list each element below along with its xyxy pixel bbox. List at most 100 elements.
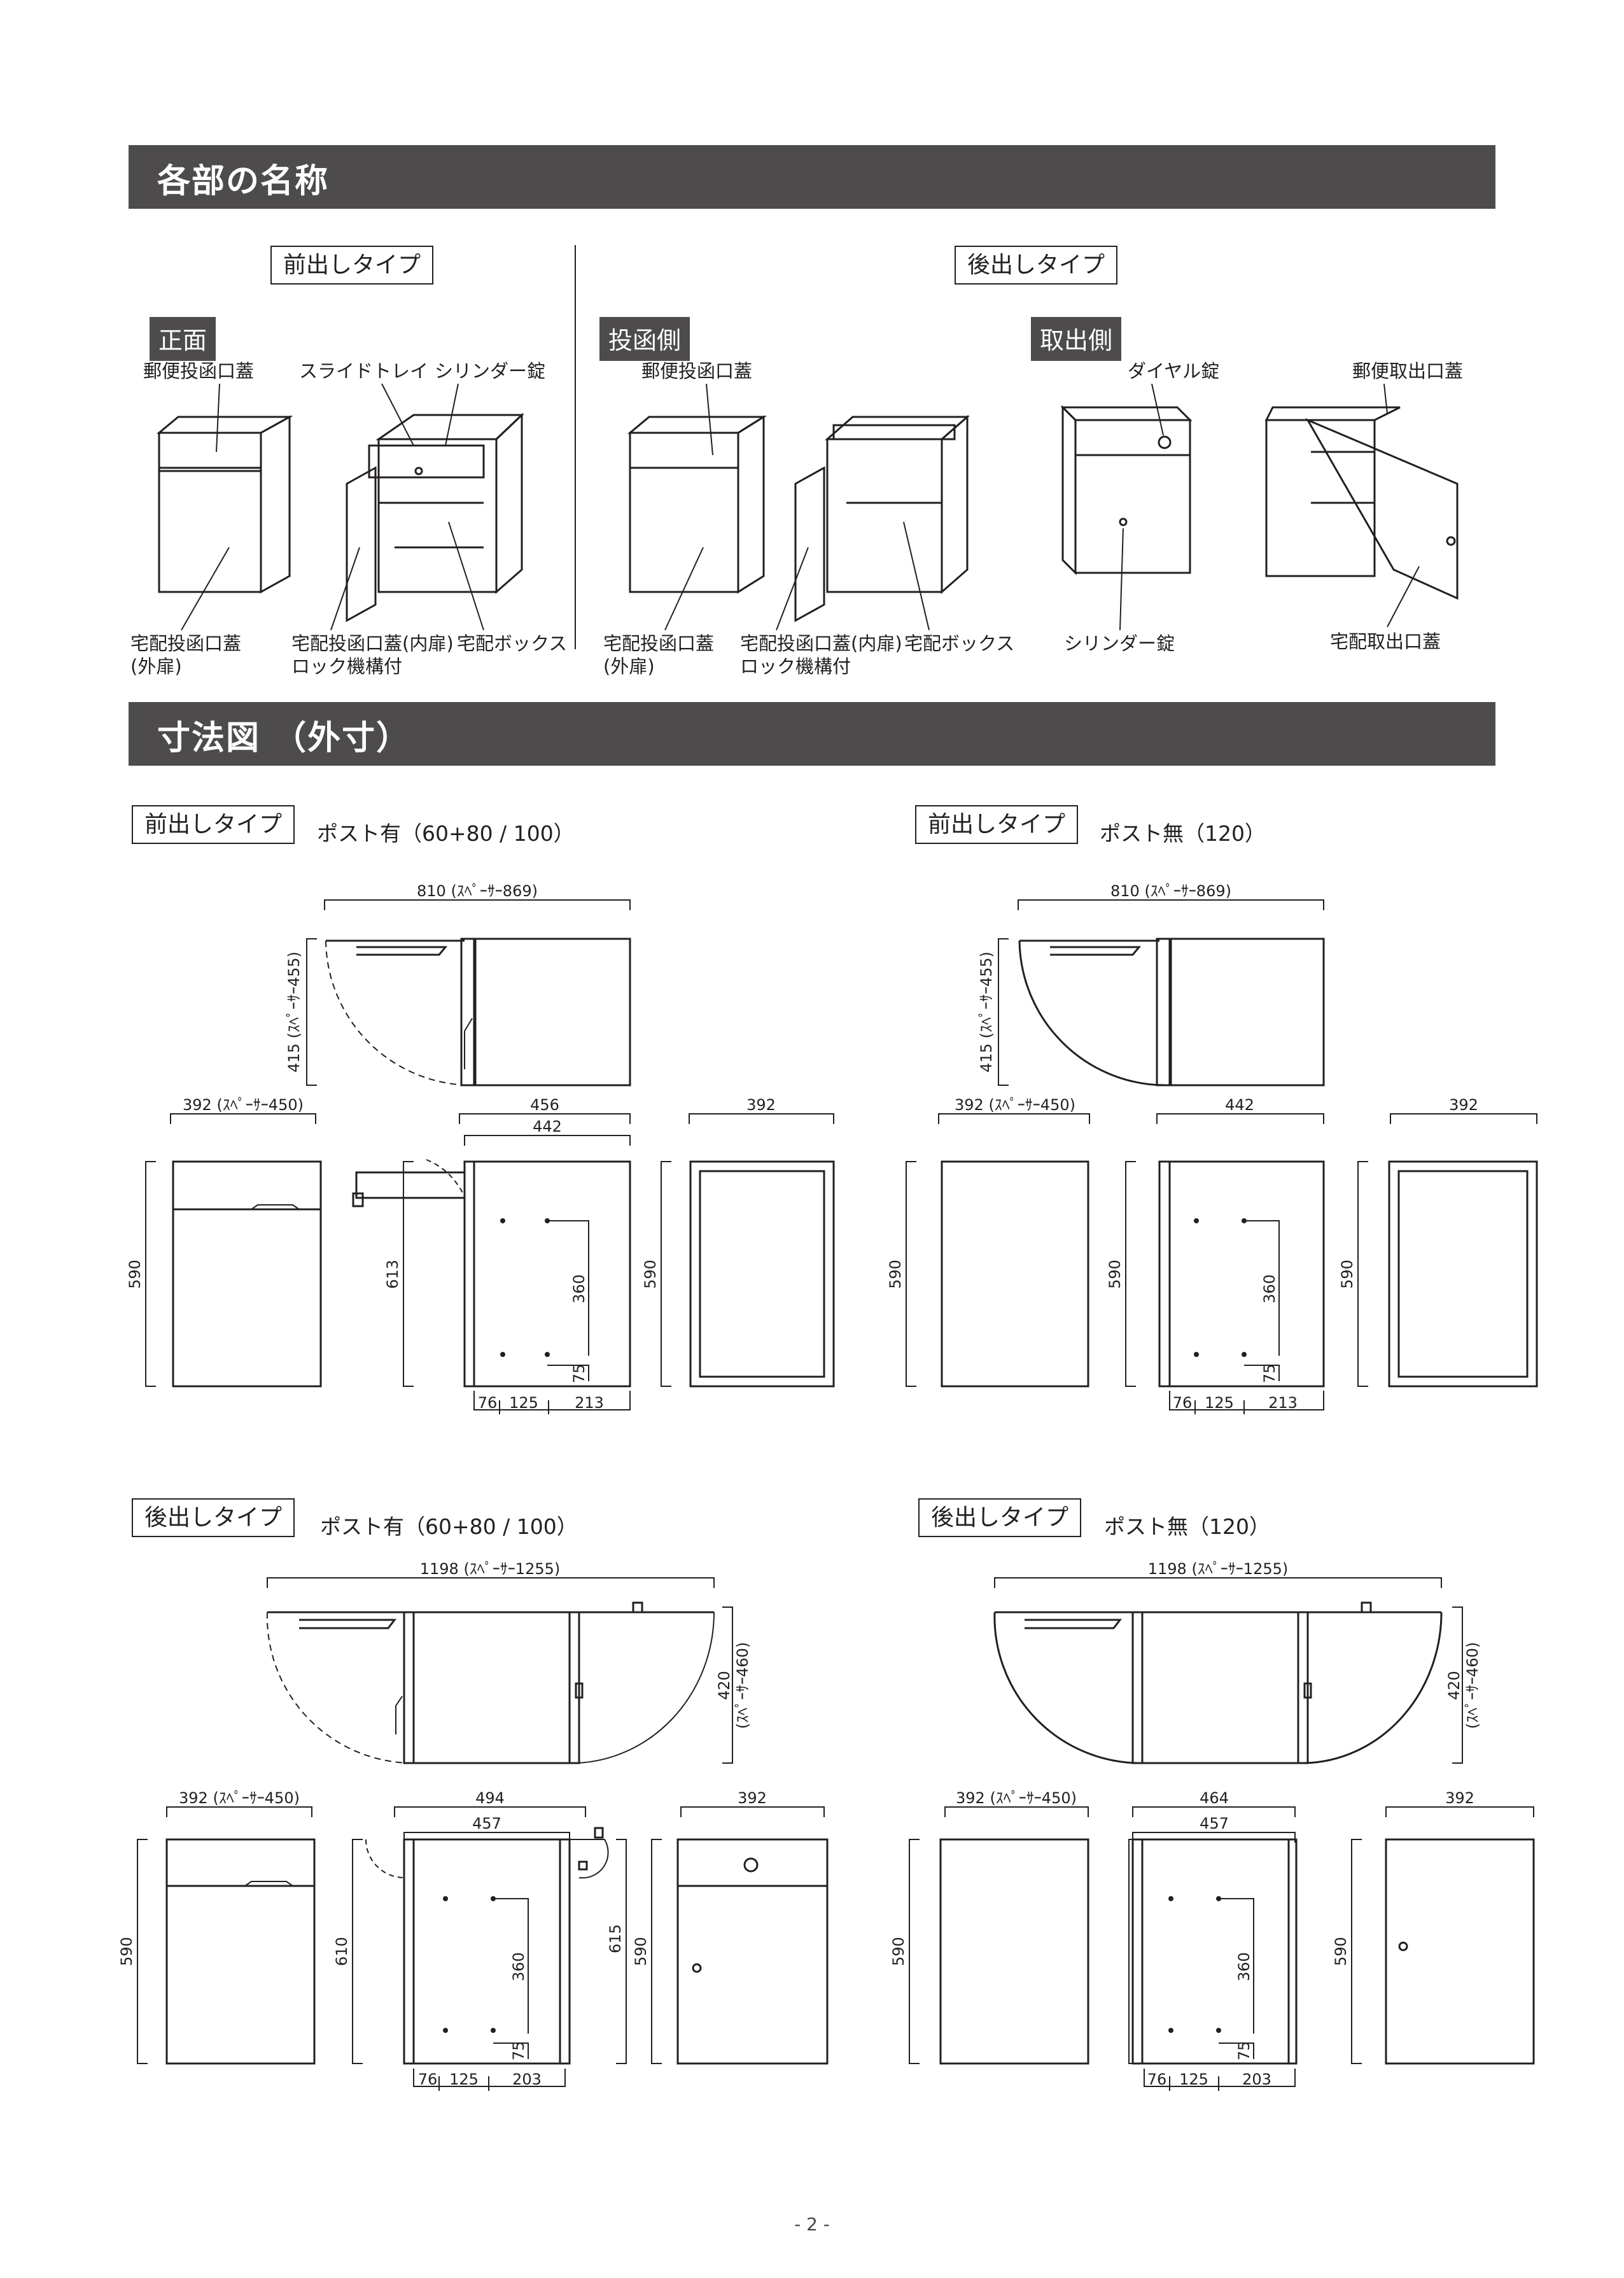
tag-front-face: 正面 (150, 317, 216, 361)
dim-rear-h610: 610 (333, 1937, 351, 1966)
section-header-dims: 寸法図 （外寸） (129, 702, 1495, 766)
front-with-post-top-view (306, 899, 631, 1086)
dim-rear-h360: 360 (510, 1952, 528, 1981)
dims-label-front-no-post: 前出しタイプ (915, 805, 1079, 844)
label-parcel-outer-2-line1: 宅配投函口蓋 (603, 633, 715, 654)
section-header-parts: 各部の名称 (129, 145, 1495, 209)
dim-front-w442: 442 (533, 1118, 562, 1135)
label-slide-tray: スライドトレイ (299, 360, 429, 382)
label-front-type: 前出しタイプ (270, 246, 434, 285)
label-parcel-inner-line2: ロック機構付 (291, 656, 403, 677)
rear-with-post-top-view (266, 1577, 733, 1764)
dim-front-h75: 75 (570, 1364, 588, 1384)
dims-note-no-post-front: ポスト無（120） (1100, 821, 1266, 846)
section-title-parts: 各部の名称 (157, 162, 330, 200)
label-dial-lock: ダイヤル錠 (1128, 360, 1220, 382)
dim-rear-np-h360: 360 (1235, 1952, 1253, 1981)
rear-no-post-top-view (993, 1577, 1463, 1764)
dim-front-np-w392: 392 (1449, 1096, 1478, 1114)
label-parcel-outer-2: 宅配投函口蓋 (外扉) (603, 632, 714, 678)
label-parcel-box: 宅配ボックス (457, 633, 568, 654)
dim-rear-h75: 75 (510, 2041, 528, 2061)
rear-no-post-rear-view (1351, 1806, 1535, 2065)
dim-rear-np-w457: 457 (1200, 1815, 1229, 1832)
dimension-drawings: 810 (ｽﾍﾟｰｻｰ869) 415 (ｽﾍﾟｰｻｰ455) 392 (ｽﾍﾟ… (118, 882, 1538, 2091)
label-parcel-outer-line2: (外扉) (130, 656, 182, 677)
illustration-take-closed (1060, 383, 1193, 631)
label-parcel-inner-2-line2: ロック機構付 (740, 656, 851, 677)
label-parcel-inner-line1: 宅配投函口蓋(内扉) (291, 633, 454, 654)
illustration-rear-insert (627, 383, 767, 631)
rear-no-post-front-view (909, 1806, 1089, 2065)
dim-rear-np-width: 1198 (ｽﾍﾟｰｻｰ1255) (1148, 1560, 1289, 1578)
dim-rear-width: 1198 (ｽﾍﾟｰｻｰ1255) (420, 1560, 561, 1578)
label-parcel-outer-2-line2: (外扉) (603, 656, 655, 677)
label-parcel-box-2: 宅配ボックス (904, 633, 1015, 654)
dim-rear-np-depth-a: 420 (1445, 1671, 1463, 1700)
dim-rear-depth-b: (ｽﾍﾟｰｻｰ460) (734, 1642, 752, 1729)
dim-front-np-b213: 213 (1268, 1394, 1298, 1412)
label-parcel-inner-2-line1: 宅配投函口蓋(内扉) (740, 633, 902, 654)
dim-rear-np-h590-a: 590 (890, 1937, 907, 1966)
dim-front-np-h590-c: 590 (1338, 1260, 1356, 1289)
section-title-dims: 寸法図 （外寸） (157, 719, 411, 757)
dim-rear-w392s: 392 (ｽﾍﾟｰｻｰ450) (179, 1789, 300, 1807)
label-cylinder-lock-2: シリンダー錠 (1064, 633, 1175, 654)
dim-front-b213: 213 (575, 1394, 604, 1412)
dim-rear-depth-a: 420 (715, 1671, 733, 1700)
dim-rear-b76: 76 (418, 2071, 438, 2088)
dim-front-np-h360: 360 (1261, 1274, 1278, 1304)
label-parcel-inner-2: 宅配投函口蓋(内扉) ロック機構付 (740, 632, 902, 678)
dim-rear-np-depth-b: (ｽﾍﾟｰｻｰ460) (1464, 1642, 1481, 1729)
dim-rear-np-b76: 76 (1147, 2071, 1167, 2088)
tag-insert-side: 投函側 (599, 317, 690, 361)
dim-rear-w457: 457 (472, 1815, 501, 1832)
front-no-post-side-view (1125, 1113, 1325, 1414)
rear-with-post-front-view (137, 1806, 316, 2065)
dim-rear-np-b203: 203 (1242, 2071, 1271, 2088)
dim-rear-np-h75: 75 (1235, 2041, 1253, 2061)
front-with-post-front-view (145, 1113, 322, 1388)
illustration-take-open (1264, 383, 1459, 628)
dim-front-w392: 392 (746, 1096, 776, 1114)
dim-rear-np-w464: 464 (1200, 1789, 1229, 1807)
label-mail-insert-lid: 郵便投函口蓋 (143, 360, 255, 382)
dim-rear-h590-a: 590 (118, 1937, 136, 1966)
label-parcel-outer-line1: 宅配投函口蓋 (130, 633, 242, 654)
label-parcel-outer: 宅配投函口蓋 (外扉) (130, 632, 241, 678)
dim-front-h613: 613 (384, 1260, 402, 1289)
dim-front-width: 810 (ｽﾍﾟｰｻｰ869) (417, 882, 538, 900)
label-rear-type: 後出しタイプ (955, 246, 1118, 285)
dim-rear-w392: 392 (738, 1789, 767, 1807)
dim-rear-np-w392s: 392 (ｽﾍﾟｰｻｰ450) (956, 1789, 1077, 1807)
dim-rear-b203: 203 (512, 2071, 542, 2088)
dim-front-np-width: 810 (ｽﾍﾟｰｻｰ869) (1110, 882, 1231, 900)
dim-front-w392s: 392 (ｽﾍﾟｰｻｰ450) (183, 1096, 304, 1114)
dim-front-w456: 456 (530, 1096, 559, 1114)
dims-label-rear-no-post: 後出しタイプ (918, 1498, 1082, 1537)
dim-front-b125: 125 (509, 1394, 538, 1412)
dims-label-rear-with-post: 後出しタイプ (132, 1498, 295, 1537)
dim-rear-w494: 494 (475, 1789, 505, 1807)
illustration-rear-open (776, 414, 970, 631)
dim-front-h590-b: 590 (641, 1260, 659, 1289)
dims-note-no-post-rear: ポスト無（120） (1104, 1514, 1270, 1539)
illustration-front-closed (156, 383, 293, 631)
dim-rear-b125: 125 (449, 2071, 479, 2088)
page-number: - 2 - (794, 2214, 830, 2235)
dim-front-np-h75: 75 (1261, 1364, 1278, 1384)
dims-label-front-with-post: 前出しタイプ (132, 805, 295, 844)
label-parcel-inner: 宅配投函口蓋(内扉) ロック機構付 (291, 632, 454, 678)
dim-front-h590-a: 590 (126, 1260, 144, 1289)
product-illustrations (156, 383, 1459, 631)
dim-front-np-w442: 442 (1225, 1096, 1254, 1114)
column-divider (575, 245, 576, 649)
dim-rear-h615: 615 (606, 1924, 624, 1953)
front-no-post-rear-view (1357, 1113, 1538, 1388)
dim-front-np-b76: 76 (1173, 1394, 1193, 1412)
label-mail-insert-lid-2: 郵便投函口蓋 (641, 360, 753, 382)
front-with-post-side-view (352, 1113, 631, 1414)
dim-front-np-h590-b: 590 (1106, 1260, 1124, 1289)
label-mail-take-lid: 郵便取出口蓋 (1352, 360, 1464, 382)
front-no-post-front-view (906, 1113, 1090, 1388)
